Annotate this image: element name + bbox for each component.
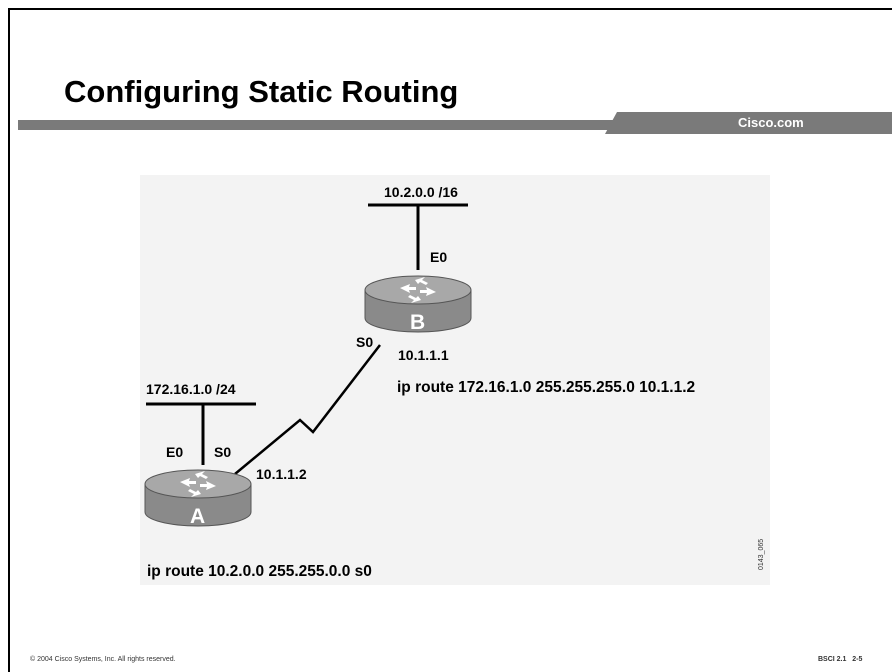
header-bar xyxy=(18,120,892,130)
router-a-label: A xyxy=(190,505,206,528)
router-b-serial-ip: 10.1.1.1 xyxy=(398,347,449,363)
router-b-label: B xyxy=(410,311,426,334)
router-b-network: 10.2.0.0 /16 xyxy=(384,184,458,200)
brand-label: Cisco.com xyxy=(738,115,804,130)
router-a-serial-ip: 10.1.1.2 xyxy=(256,466,307,482)
slide-frame xyxy=(8,8,892,672)
router-b-ethernet-interface: E0 xyxy=(430,249,448,265)
router-a-network: 172.16.1.0 /24 xyxy=(146,381,236,397)
router-b-serial-interface: S0 xyxy=(356,334,374,350)
router-a-serial-interface: S0 xyxy=(214,444,232,460)
footer-course: BSCI 2.1 2-5 xyxy=(818,656,862,663)
slide-title: Configuring Static Routing xyxy=(64,74,459,109)
serial-link xyxy=(234,344,381,475)
router-a-command: ip route 10.2.0.0 255.255.0.0 s0 xyxy=(147,563,372,580)
figure-reference: 0143_065 xyxy=(758,538,765,570)
router-b-command: ip route 172.16.1.0 255.255.255.0 10.1.1… xyxy=(397,379,696,396)
brand-tab xyxy=(605,112,892,134)
router-a-icon xyxy=(144,469,252,527)
footer-course-code: BSCI 2.1 xyxy=(818,656,847,663)
footer-page-number: 2-5 xyxy=(852,656,863,663)
footer-copyright: © 2004 Cisco Systems, Inc. All rights re… xyxy=(30,656,176,663)
router-a-ethernet-interface: E0 xyxy=(166,444,184,460)
router-b-icon xyxy=(364,275,472,333)
